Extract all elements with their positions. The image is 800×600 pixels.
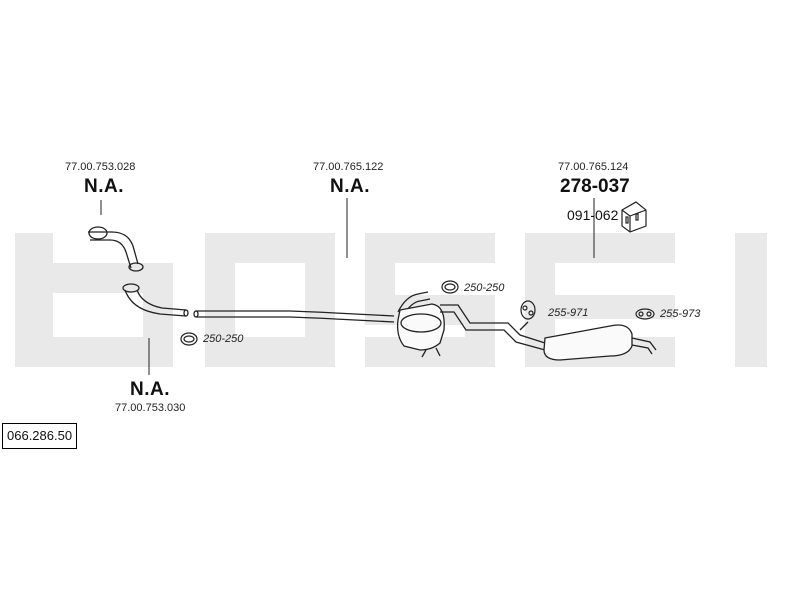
middle-silencer-drawing: [193, 291, 445, 358]
rear-silencer-label: 278-037: [560, 176, 630, 197]
rubber-1-label: 255-971: [548, 307, 589, 319]
rubber-2-label: 255-973: [660, 308, 701, 320]
front-pipe-2-label: N.A.: [130, 379, 170, 400]
bracket-label: 091-062: [567, 207, 619, 223]
bracket-drawing: [621, 201, 647, 233]
front-pipe-1-ref: 77.00.753.028: [65, 161, 136, 173]
clamp-1-label: 250-250: [203, 333, 244, 345]
clamp-2-drawing: [441, 280, 459, 294]
rear-silencer-drawing: [440, 304, 657, 361]
front-pipe-2-drawing: [122, 283, 189, 317]
rear-silencer-ref: 77.00.765.124: [558, 161, 629, 173]
front-pipe-1-drawing: [88, 226, 144, 272]
clamp-2-label: 250-250: [464, 282, 505, 294]
rubber-1-drawing: [520, 300, 536, 320]
middle-silencer-ref: 77.00.765.122: [313, 161, 384, 173]
diagram-code: 066.286.50: [2, 423, 78, 449]
leader-lines: [100, 198, 595, 375]
front-pipe-1-label: N.A.: [84, 176, 124, 197]
rubber-2-drawing: [635, 308, 655, 320]
front-pipe-2-ref: 77.00.753.030: [115, 402, 186, 414]
clamp-1-drawing: [180, 332, 198, 346]
middle-silencer-label: N.A.: [330, 176, 370, 197]
